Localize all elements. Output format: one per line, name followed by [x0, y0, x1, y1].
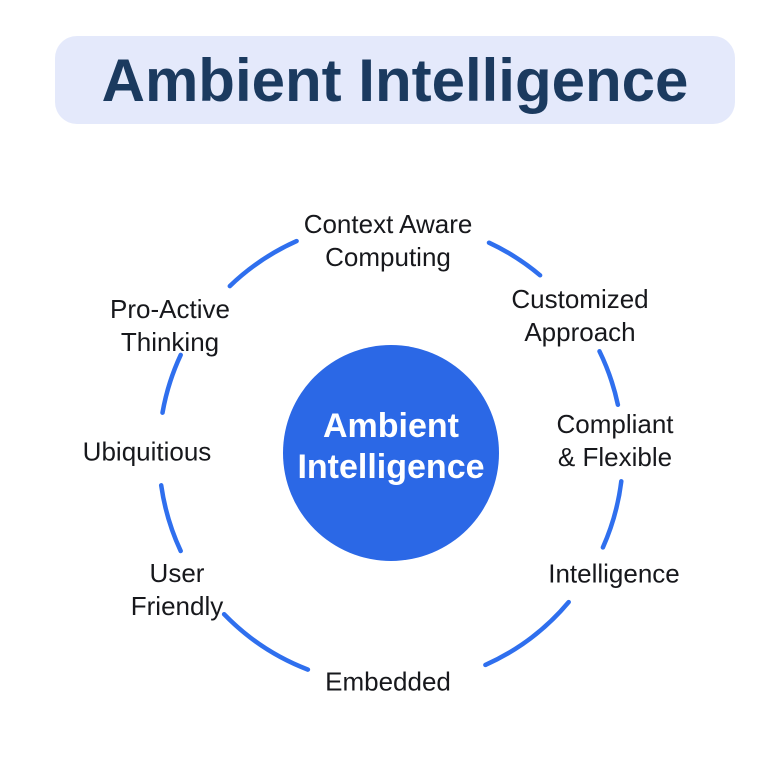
node-label-customized-approach: Customized Approach: [511, 284, 649, 347]
node-label-user-friendly: User Friendly: [130, 558, 224, 621]
node-label-ubiquitious: Ubiquitious: [82, 436, 212, 467]
ring-arc-bottom-right: [483, 599, 571, 668]
ring-arc-top-right: [486, 240, 543, 278]
title-banner: Ambient Intelligence: [55, 36, 735, 124]
node-label-intelligence: Intelligence: [548, 558, 680, 589]
ring-arc-bottom-left: [221, 611, 311, 672]
node-label-context-aware-computing: Context Aware Computing: [303, 209, 473, 272]
node-label-compliant-flexible: Compliant & Flexible: [556, 409, 674, 472]
ring-arc-left-upper: [160, 352, 183, 415]
ring-arc-right-lower: [600, 479, 624, 550]
ring-arcs: [158, 238, 624, 672]
page-title: Ambient Intelligence: [101, 46, 689, 114]
center-circle-label: Ambient Intelligence: [297, 407, 485, 486]
ring-arc-top-left: [227, 238, 299, 289]
node-label-embedded: Embedded: [325, 666, 451, 697]
center-circle: [283, 345, 499, 561]
ring-arc-right-upper: [597, 349, 621, 408]
ring-arc-left-lower: [158, 483, 183, 554]
node-label-pro-active-thinking: Pro-Active Thinking: [110, 294, 230, 357]
